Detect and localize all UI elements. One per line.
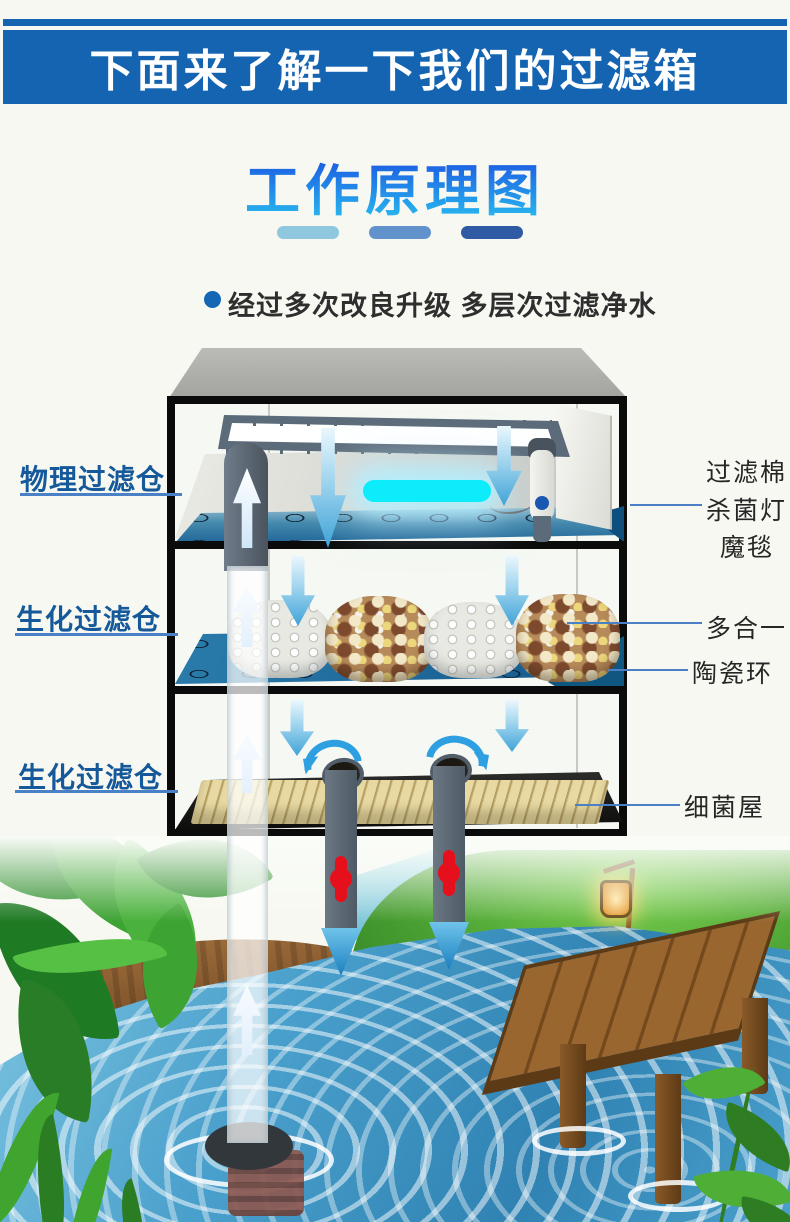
part-label-ceramic-rings: 陶瓷环 bbox=[692, 660, 774, 688]
bullet-text: 经过多次改良升级 多层次过滤净水 bbox=[228, 291, 657, 321]
shelf-bar-2 bbox=[167, 686, 627, 694]
drip-tray-teeth-bottom bbox=[226, 448, 552, 454]
banner-title: 下面来了解一下我们的过滤箱 bbox=[89, 47, 701, 96]
valve-icon bbox=[432, 850, 466, 896]
part-label-uv-lamp: 杀菌灯 bbox=[706, 497, 788, 525]
tank-lid bbox=[169, 348, 627, 398]
chamber-label-bio-1: 生化过滤仓 bbox=[16, 604, 162, 635]
valve-icon bbox=[324, 856, 358, 902]
leader-line bbox=[630, 504, 702, 506]
chamber-label-physical: 物理过滤仓 bbox=[20, 464, 166, 495]
intake-pipe bbox=[227, 566, 268, 1143]
outlet-pipe-left bbox=[325, 770, 357, 934]
leader-line bbox=[567, 622, 702, 624]
header-banner: 下面来了解一下我们的过滤箱 bbox=[3, 30, 787, 104]
chamber-label-bio-2: 生化过滤仓 bbox=[18, 762, 164, 793]
part-label-magic-carpet: 魔毯 bbox=[720, 534, 775, 562]
uv-sterilizing-lamp bbox=[363, 480, 491, 502]
title-pill-medium bbox=[369, 226, 431, 239]
title-pill-light bbox=[277, 226, 339, 239]
part-label-all-in-one: 多合一 bbox=[706, 615, 788, 643]
title-pill-dark bbox=[461, 226, 523, 239]
chamber-label-underline bbox=[20, 493, 182, 496]
bullet-icon bbox=[204, 291, 221, 308]
chamber-label-underline bbox=[15, 790, 178, 793]
media-pile-mixed-1 bbox=[325, 596, 433, 682]
baffle-panel bbox=[556, 404, 612, 530]
uv-unit-indicator bbox=[535, 496, 549, 510]
lamp-cord bbox=[490, 492, 534, 514]
part-label-bacteria-house: 细菌屋 bbox=[684, 794, 766, 822]
leader-line bbox=[575, 804, 680, 806]
pond-top-fade bbox=[0, 836, 790, 922]
drip-tray-teeth-top bbox=[226, 420, 552, 426]
media-pile-mixed-2 bbox=[516, 594, 620, 682]
part-label-filter-cotton: 过滤棉 bbox=[706, 459, 788, 487]
chamber-label-underline bbox=[15, 633, 178, 636]
outlet-pipe-right bbox=[433, 766, 465, 926]
water-ripple bbox=[532, 1126, 626, 1156]
leader-line bbox=[608, 669, 688, 671]
header-divider-line bbox=[3, 19, 787, 26]
uv-unit-foot bbox=[533, 516, 551, 542]
pond-scene bbox=[0, 836, 790, 1222]
shelf-bar-1 bbox=[167, 541, 627, 549]
section-title: 工作原理图 bbox=[0, 146, 790, 226]
